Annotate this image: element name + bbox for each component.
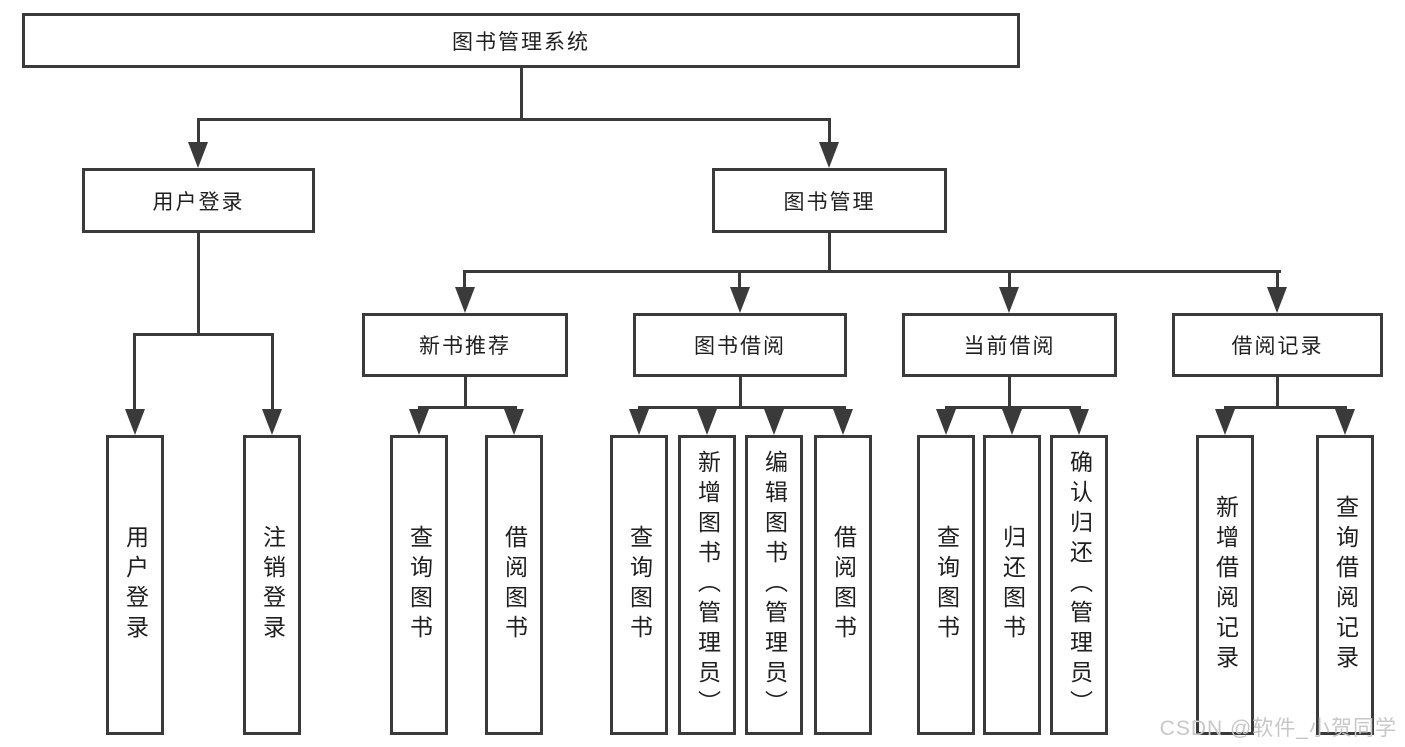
connector-arrow-down-icon xyxy=(1069,409,1089,435)
connector-arrow-down-icon xyxy=(409,409,429,435)
connector-arrow-down-icon xyxy=(819,142,839,168)
connector-line xyxy=(464,376,467,408)
leaf-current-return-books: 归还图书 xyxy=(983,435,1041,735)
node-current-borrow: 当前借阅 xyxy=(902,313,1117,377)
leaf-newbook-borrow-books: 借阅图书 xyxy=(485,435,543,735)
connector-arrow-down-icon xyxy=(188,142,208,168)
connector-line xyxy=(828,118,831,146)
leaf-newbook-query-books: 查询图书 xyxy=(390,435,448,735)
connector-line xyxy=(463,270,1281,273)
node-book-borrow: 图书借阅 xyxy=(633,313,847,377)
connector-arrow-down-icon xyxy=(1215,409,1235,435)
connector-line xyxy=(739,376,742,408)
connector-line xyxy=(197,118,831,121)
connector-arrow-down-icon xyxy=(697,409,717,435)
connector-arrow-down-icon xyxy=(504,409,524,435)
connector-arrow-down-icon xyxy=(262,409,282,435)
leaf-borrow-edit-books-admin: 编辑图书（管理员） xyxy=(745,435,803,735)
connector-line xyxy=(1276,376,1279,408)
connector-line xyxy=(133,333,136,411)
connector-line xyxy=(133,333,274,336)
connector-line xyxy=(197,118,200,146)
leaf-borrow-query-books: 查询图书 xyxy=(610,435,668,735)
connector-arrow-down-icon xyxy=(455,287,475,313)
connector-line xyxy=(638,406,846,409)
connector-line xyxy=(463,270,466,289)
connector-arrow-down-icon xyxy=(999,287,1019,313)
node-book-management: 图书管理 xyxy=(712,168,947,233)
connector-line xyxy=(1276,270,1279,289)
leaf-records-add-record: 新增借阅记录 xyxy=(1196,435,1254,735)
connector-arrow-down-icon xyxy=(833,409,853,435)
connector-line xyxy=(418,406,517,409)
connector-arrow-down-icon xyxy=(730,287,750,313)
leaf-logout-login: 注销登录 xyxy=(243,435,301,735)
connector-line xyxy=(1008,376,1011,408)
csdn-watermark: CSDN @软件_小贺同学 xyxy=(1159,717,1397,740)
connector-line xyxy=(1008,270,1011,289)
connector-arrow-down-icon xyxy=(1267,287,1287,313)
node-user-login: 用户登录 xyxy=(82,168,315,233)
connector-line xyxy=(197,232,200,335)
leaf-current-query-books: 查询图书 xyxy=(917,435,975,735)
connector-line xyxy=(1224,406,1347,409)
leaf-records-query-record: 查询借阅记录 xyxy=(1316,435,1374,735)
connector-line xyxy=(738,270,741,289)
connector-arrow-down-icon xyxy=(936,409,956,435)
leaf-current-confirm-return-admin: 确认归还（管理员） xyxy=(1050,435,1108,735)
connector-arrow-down-icon xyxy=(125,409,145,435)
connector-arrow-down-icon xyxy=(764,409,784,435)
connector-arrow-down-icon xyxy=(629,409,649,435)
connector-arrow-down-icon xyxy=(1335,409,1355,435)
connector-line xyxy=(271,333,274,411)
node-borrow-records: 借阅记录 xyxy=(1172,313,1383,377)
node-new-book-recommend: 新书推荐 xyxy=(362,313,568,377)
leaf-user-login: 用户登录 xyxy=(106,435,164,735)
leaf-borrow-add-books-admin: 新增图书（管理员） xyxy=(678,435,736,735)
connector-line xyxy=(945,406,1081,409)
leaf-borrow-borrow-books: 借阅图书 xyxy=(814,435,872,735)
node-root-system: 图书管理系统 xyxy=(22,13,1020,68)
connector-line xyxy=(520,67,523,120)
connector-arrow-down-icon xyxy=(1002,409,1022,435)
connector-line xyxy=(828,232,831,272)
